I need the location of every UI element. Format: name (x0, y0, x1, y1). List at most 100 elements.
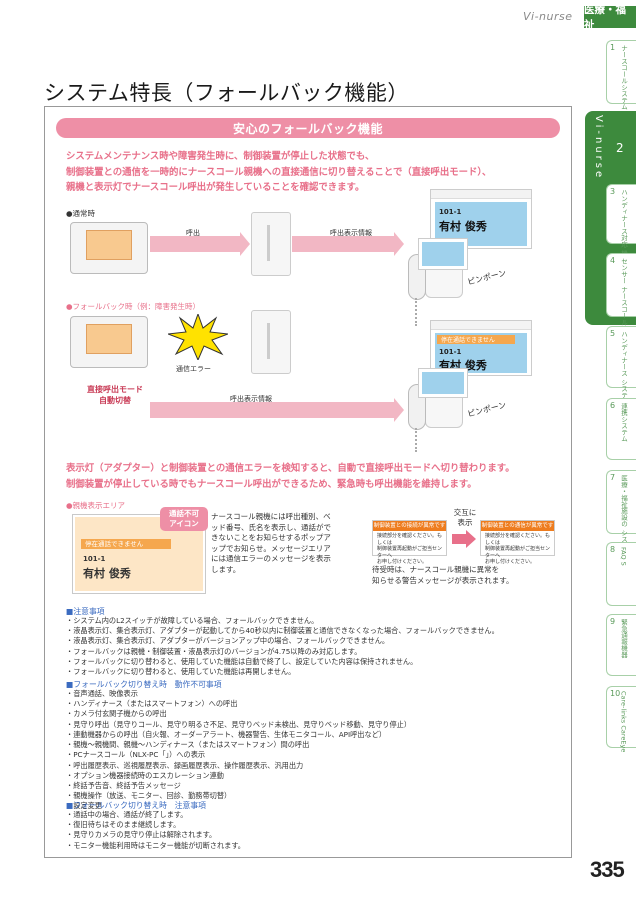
side-tab-1[interactable]: 1 ナースコールシステム 導入のポイント (606, 40, 636, 158)
controller-unit-stopped (251, 310, 291, 374)
summary-text: 表示灯（アダプター）と制御装置との通信エラーを検知すると、自動で直接呼出モードへ… (66, 461, 560, 492)
side-tab-label: 連携システム (619, 403, 628, 442)
unavailable-item: ・親機操作（放送、モニター、回診、勤務帯切替） (66, 791, 232, 801)
page-title: システム特長（フォールバック機能） (44, 81, 409, 105)
side-tab-3[interactable]: 3 ハンディナース対応 機器接続イメージ (606, 184, 636, 302)
unavailable-item: ・PCナースコール（NLX-PC「」）への表示 (66, 750, 206, 760)
patient-name: 有村 俊秀 (439, 220, 487, 233)
unavailable-item: ・設定変更 (66, 801, 102, 811)
warn-bar: 停在通話できません (81, 539, 171, 549)
note-item: ・フォールバックに切り替わると、使用していた機能は自動で終了し、設定していた内容… (66, 656, 418, 666)
category-tab: 医療・福祉 (584, 4, 636, 31)
warning-title: 制御装置との通信が異常です (481, 521, 554, 531)
note-item: ・液晶表示灯、集合表示灯、アダプターが起動してから40秒以内に制御装置と通信でき… (66, 626, 499, 636)
side-tab-7[interactable]: 7 医療・福祉施設の システム (606, 470, 636, 555)
notes-list: ・システム内のL2スイッチが故障している場合、フォールバックできません。 ・液晶… (66, 616, 566, 677)
unavailable-item: ・見守り呼出（見守りコール、見守り明るさ不足、見守りベッド未検出、見守りベッド移… (66, 719, 412, 729)
side-tab-label: FAQ S (619, 547, 628, 566)
unavailable-item: ・音声通話、映像表示 (66, 689, 138, 698)
lcd-display-small (418, 238, 468, 270)
side-tab-label: センサー ナースコール連携 (619, 258, 628, 339)
unavailable-item: ・カメラ付玄関子機からの呼出 (66, 709, 167, 719)
caution-list: ・通話中の場合、通話が終了します。 ・復旧待ちはそのまま継続します。 ・見守りカ… (66, 810, 566, 851)
side-tab-num: 6 (610, 401, 616, 410)
direct-info-label: 呼出表示情報 (230, 395, 272, 403)
unavailable-item: ・呼出履歴表示、巡視履歴表示、録画履歴表示、操作履歴表示、汎用出力 (66, 760, 304, 770)
display-callout: ナースコール親機には呼出種別、ベッド番号、氏名を表示し、通話ができないことをお知… (211, 512, 331, 574)
error-burst-icon (168, 314, 228, 360)
controller-unit (251, 212, 291, 276)
unavailable-item: ・ハンディナース（またはスマートフォン）への呼出 (66, 699, 238, 709)
warning-box-b: 制御装置との通信が異常です 接続部分を確認ください。もしくは 制御装置再起動がご… (480, 520, 555, 565)
side-tab-label: ナースコールシステム 導入のポイント (619, 45, 628, 158)
standby-note: 待受時は、ナースコール親機に異常を 知らせる警告メッセージが表示されます。 (372, 565, 514, 585)
side-tab-label: ハンディナース対応 機器接続イメージ (619, 189, 628, 302)
normal-label: ●通常時 (66, 209, 96, 218)
nurse-console-fallback (70, 316, 148, 368)
summary-line: 制御装置が停止している時でもナースコール呼出ができるため、緊急時も呼出機能を維持… (66, 478, 477, 490)
warning-box-a: 制御装置との接続が異常です 接続部分を確認ください。もしくは 制御装置再起動がご… (372, 520, 447, 565)
note-item: ・液晶表示灯、集合表示灯、アダプターがバージョンアップ中の場合、フォールバックで… (66, 636, 390, 646)
side-tab-9[interactable]: 9 緊急通報機器 (606, 614, 636, 676)
summary-line: 表示灯（アダプター）と制御装置との通信エラーを検知すると、自動で直接呼出モードへ… (66, 463, 515, 474)
lead-line: システムメンテナンス時や障害発生時に、制御装置が停止した状態でも、 (66, 151, 375, 162)
alternate-label: 交互に 表示 (453, 508, 477, 527)
unavailable-item: ・オプション機器接続時のエスカレーション連動 (66, 770, 224, 780)
lead-line: 親機と表示灯でナースコール呼出が発生していることを確認できます。 (66, 182, 365, 194)
side-tab-6[interactable]: 6 連携システム (606, 398, 636, 460)
direct-mode-line: 直接呼出モード 自動切替 (87, 385, 143, 406)
page-number: 335 (590, 857, 625, 882)
caution-item: ・見守りカメラの見守り停止は解除されます。 (66, 830, 217, 840)
lead-line: 制御装置との通信を一時的にナースコール親機への直接通信に切り替えることで（直接呼… (66, 166, 492, 178)
warn-bar: 停在通話できません (437, 335, 515, 344)
side-tab-num: 4 (610, 256, 616, 265)
side-tab-num: 8 (610, 545, 616, 554)
alternate-arrow (452, 530, 476, 548)
side-tab-num: 1 (610, 43, 616, 52)
side-tab-active-num: 2 (616, 141, 624, 155)
direct-info-arrow (150, 398, 404, 422)
section-band: 安心のフォールバック機能 (56, 118, 560, 138)
fallback-label: ●フォールバック時（例：障害発生時） (66, 302, 201, 311)
side-tab-num: 3 (610, 187, 616, 196)
caution-item: ・復旧待ちはそのまま継続します。 (66, 820, 181, 830)
side-tab-10[interactable]: 10 Care-links CareEye (606, 686, 636, 752)
side-tab-8[interactable]: 8 FAQ S (606, 542, 636, 606)
display-area-label: ●親機表示エリア (66, 501, 126, 510)
side-tab-label: 緊急通報機器 (619, 619, 628, 658)
error-label: 通信エラー (176, 365, 211, 373)
unavailable-list: ・音声通話、映像表示 ・ハンディナース（またはスマートフォン）への呼出 ・カメラ… (66, 689, 566, 812)
nurse-console-normal (70, 222, 148, 274)
info-label: 呼出表示情報 (330, 229, 372, 237)
side-tab-4[interactable]: 4 センサー ナースコール連携 (606, 253, 636, 338)
call-arrow (150, 232, 250, 256)
side-tab-label: 医療・福祉施設の システム (619, 475, 628, 556)
note-item: ・フォールバックは親機・制御装置・液晶表示灯のバージョンが4.75以降のみ対応し… (66, 646, 362, 656)
warning-body: 接続部分を確認ください。もしくは 制御装置再起動がご担当センターへ お申し付けく… (485, 533, 551, 565)
unavailable-item: ・連動機器からの呼出（自火報、オーダーアラート、機器警告、生体モニタコール、AP… (66, 729, 387, 739)
warning-title: 制御装置との接続が異常です (373, 521, 446, 531)
side-tab-num: 5 (610, 329, 616, 338)
call-label: 呼出 (186, 229, 200, 237)
side-tab-5[interactable]: 5 ハンディナース システム (606, 326, 636, 405)
handset-cord-fallback (415, 428, 429, 452)
lcd-display-fallback: 停在通話できません 101-1 有村 俊秀 (430, 320, 532, 376)
unavailable-item: ・終話予告音、終話予告メッセージ (66, 780, 181, 790)
note-item: ・システム内のL2スイッチが故障している場合、フォールバックできません。 (66, 616, 319, 625)
lcd-display-small-fallback (418, 368, 468, 398)
info-arrow (292, 232, 404, 256)
note-item: ・フォールバックに切り替わると、使用していた機能は再開しません。 (66, 667, 296, 677)
lcd-display-normal: 101-1 有村 俊秀 (430, 189, 532, 249)
patient-name: 有村 俊秀 (83, 567, 131, 580)
side-tab-active-label: Vi-nurse (593, 115, 604, 181)
unavailable-item: ・親機～親機間、親機～ハンディナース（またはスマートフォン）間の呼出 (66, 740, 310, 750)
room-number: 101-1 (439, 348, 462, 356)
handset-cord (415, 298, 429, 326)
side-tab-num: 9 (610, 617, 616, 626)
notes-heading: ■注意事項 (66, 607, 105, 616)
side-tab-num: 10 (610, 689, 621, 698)
caution-heading: ■フォールバック切り替え時 注意事項 (66, 801, 206, 810)
side-tab-label: ハンディナース システム (619, 331, 628, 405)
lead-text: システムメンテナンス時や障害発生時に、制御装置が停止した状態でも、 制御装置との… (66, 149, 560, 196)
brand-logo: Vi-nurse (523, 10, 573, 23)
